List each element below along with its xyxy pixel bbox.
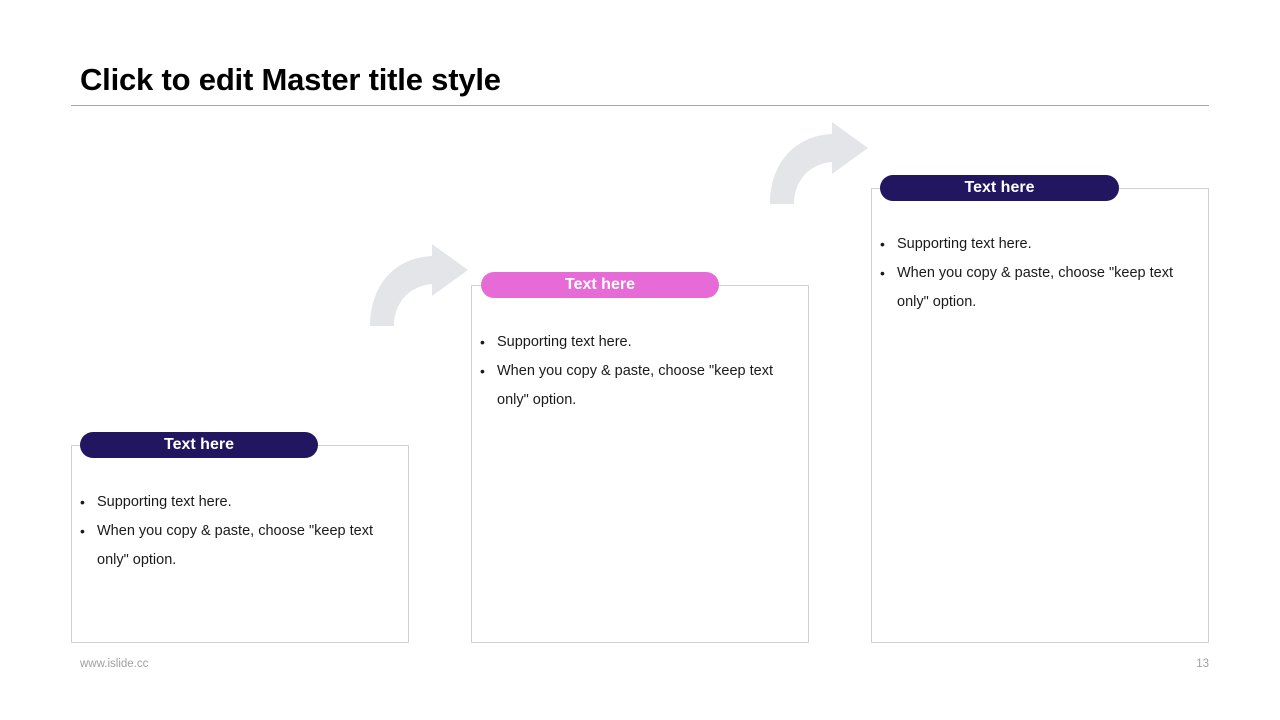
list-item-text: Supporting text here. xyxy=(497,334,632,350)
card-2-bullet-list: • Supporting text here. • When you copy … xyxy=(471,328,781,415)
list-item-text: Supporting text here. xyxy=(897,236,1032,252)
bullet-point-icon: • xyxy=(80,523,85,539)
list-item: • Supporting text here. xyxy=(871,230,1181,259)
curved-arrow-up-right-icon xyxy=(362,244,474,333)
page-title[interactable]: Click to edit Master title style xyxy=(80,62,501,97)
content-card-3[interactable] xyxy=(871,188,1209,643)
list-item: • Supporting text here. xyxy=(71,488,381,517)
card-2-header-pill[interactable]: Text here xyxy=(481,272,719,298)
content-card-2[interactable] xyxy=(471,285,809,643)
card-3-bullet-list: • Supporting text here. • When you copy … xyxy=(871,230,1181,317)
list-item-text: Supporting text here. xyxy=(97,494,232,510)
content-card-1[interactable] xyxy=(71,445,409,643)
card-1-header-pill[interactable]: Text here xyxy=(80,432,318,458)
page-number: 13 xyxy=(1196,658,1209,670)
card-3-header-pill[interactable]: Text here xyxy=(880,175,1119,201)
bullet-point-icon: • xyxy=(880,236,885,252)
list-item: • Supporting text here. xyxy=(471,328,781,357)
title-divider xyxy=(71,105,1209,106)
list-item-text: When you copy & paste, choose "keep text… xyxy=(97,523,373,568)
list-item-text: When you copy & paste, choose "keep text… xyxy=(497,363,773,408)
curved-arrow-up-right-icon xyxy=(762,122,874,211)
card-1-bullet-list: • Supporting text here. • When you copy … xyxy=(71,488,381,575)
bullet-point-icon: • xyxy=(880,265,885,281)
list-item: • When you copy & paste, choose "keep te… xyxy=(471,357,781,415)
list-item: • When you copy & paste, choose "keep te… xyxy=(871,259,1181,317)
bullet-point-icon: • xyxy=(80,494,85,510)
list-item: • When you copy & paste, choose "keep te… xyxy=(71,517,381,575)
bullet-point-icon: • xyxy=(480,334,485,350)
bullet-point-icon: • xyxy=(480,363,485,379)
list-item-text: When you copy & paste, choose "keep text… xyxy=(897,265,1173,310)
footer-url[interactable]: www.islide.cc xyxy=(80,658,149,670)
